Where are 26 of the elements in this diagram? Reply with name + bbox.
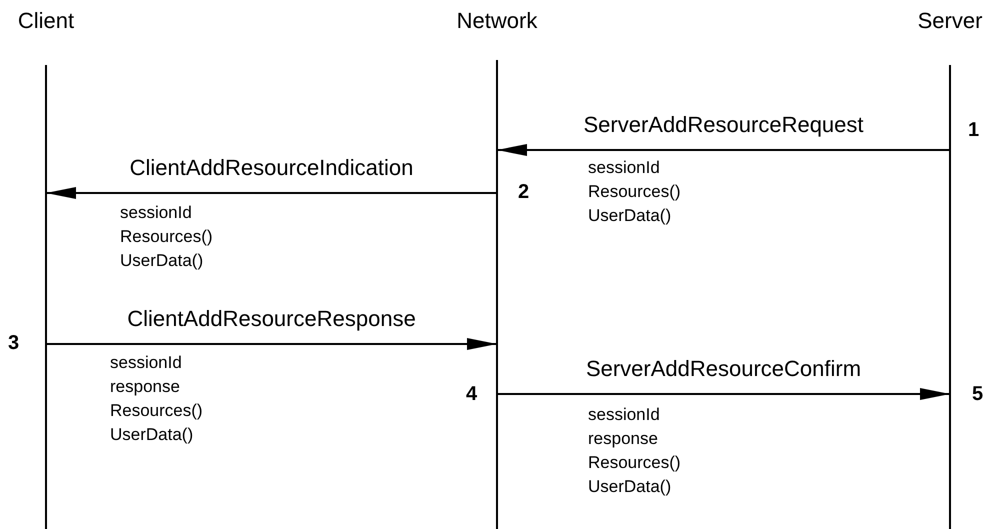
- step-number: 2: [518, 182, 530, 202]
- parameter-text: sessionId: [120, 203, 192, 223]
- message-arrow: [47, 338, 497, 350]
- step-number: 4: [466, 384, 478, 404]
- parameter-text: UserData(): [588, 206, 672, 226]
- parameter-text: sessionId: [588, 405, 660, 425]
- participant-heading: Client: [16, 8, 76, 34]
- message-arrow: [498, 388, 950, 400]
- parameter-text: Resources(): [588, 182, 681, 202]
- step-number: 5: [972, 384, 984, 404]
- parameter-text: sessionId: [110, 353, 182, 373]
- parameter-text: sessionId: [588, 158, 660, 178]
- parameter-text: Resources(): [110, 401, 203, 421]
- participant-heading: Network: [456, 8, 538, 34]
- step-number: 3: [8, 333, 20, 353]
- message-arrow: [46, 187, 496, 199]
- parameter-text: UserData(): [110, 425, 194, 445]
- parameter-text: Resources(): [120, 227, 213, 247]
- parameter-text: UserData(): [120, 251, 204, 271]
- step-number: 1: [968, 120, 980, 140]
- parameter-text: UserData(): [588, 477, 672, 497]
- parameter-text: response: [110, 377, 180, 397]
- participant-heading: Server: [916, 8, 984, 34]
- parameter-text: Resources(): [588, 453, 681, 473]
- parameter-text: response: [588, 429, 658, 449]
- message-arrow: [497, 144, 949, 156]
